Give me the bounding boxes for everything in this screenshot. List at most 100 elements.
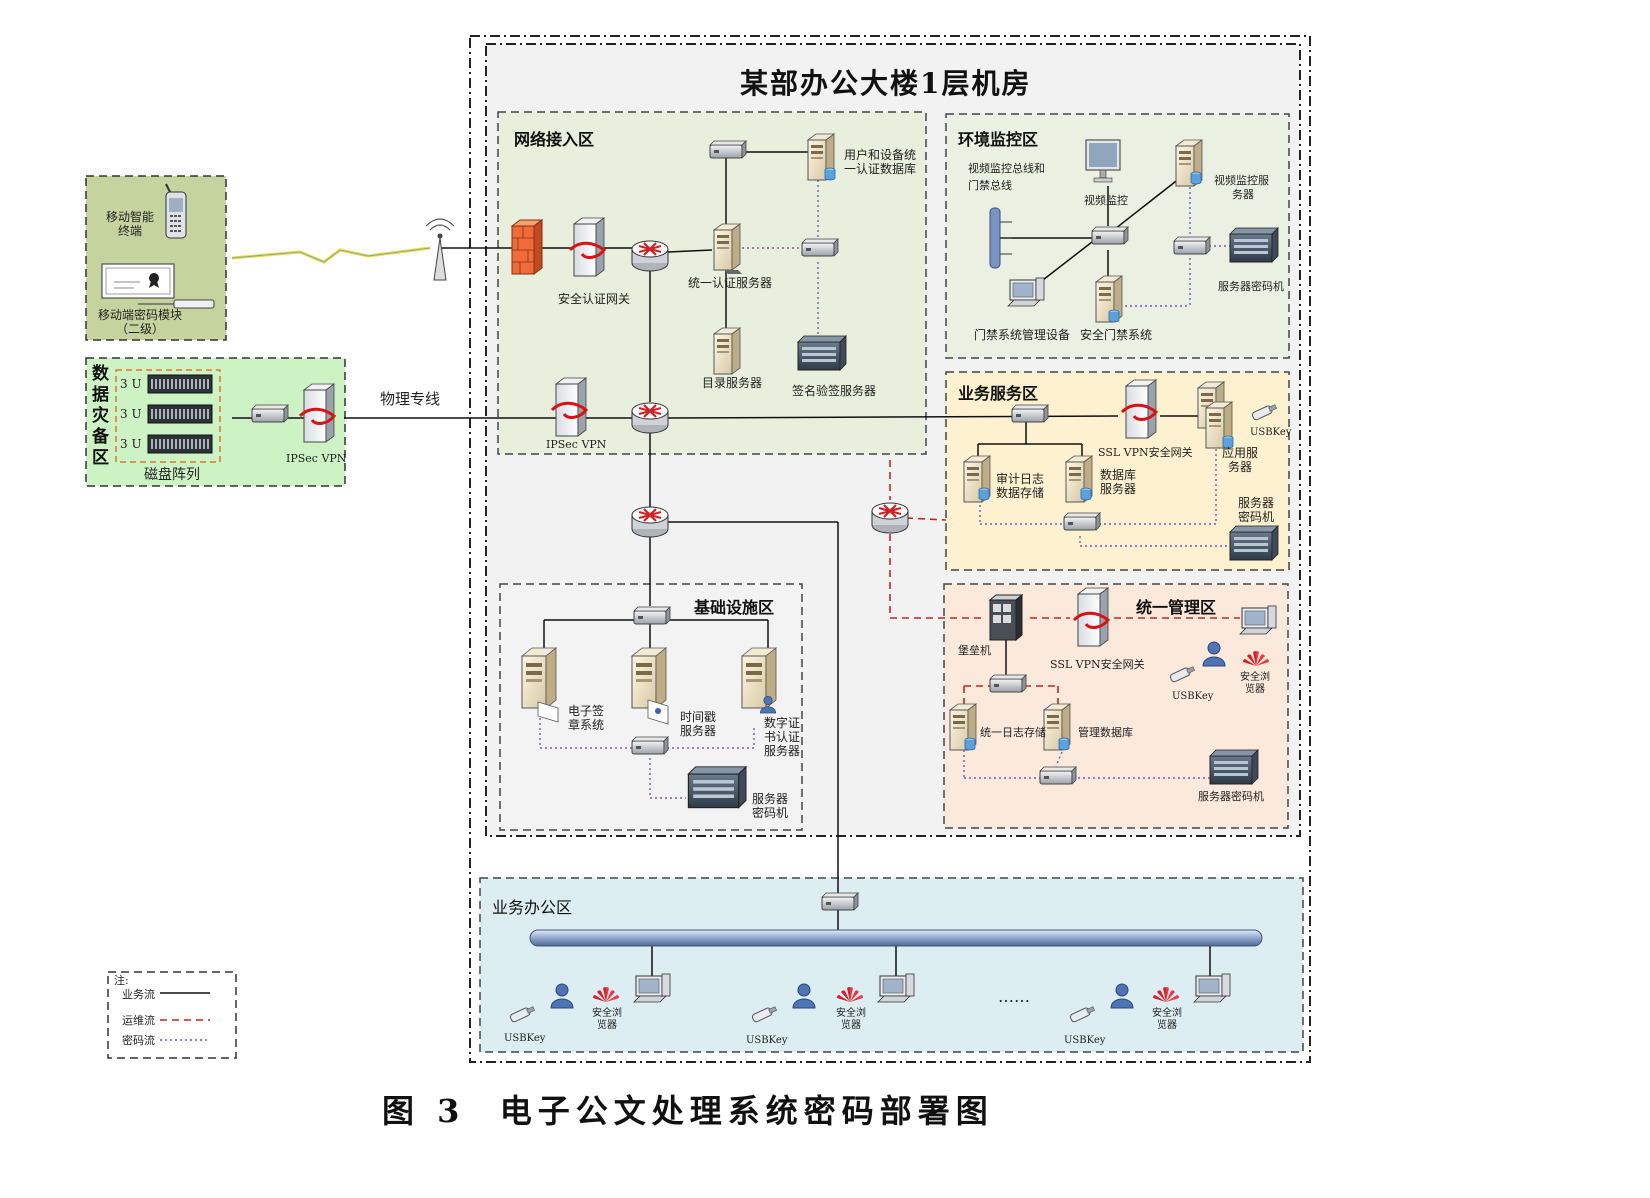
- label-office-usbkey-1: USBKey: [504, 1033, 546, 1044]
- zone-mobile: [85, 175, 227, 341]
- server-crypto-env-icon: [1229, 227, 1279, 263]
- zone-disaster-recovery: [85, 357, 346, 487]
- switch-biz-crypto-icon: [1063, 512, 1101, 531]
- mgmt-pc-icon: [1239, 605, 1277, 635]
- secure-access-db: [1108, 309, 1120, 323]
- label-access-ctrl-device: 门禁系统管理设备: [974, 328, 1071, 342]
- zone-label-network-access: 网络接入区: [514, 130, 595, 149]
- label-mgmt-db: 管理数据库: [1078, 726, 1133, 739]
- zone-office: [479, 877, 1304, 1053]
- label-app-server: 应用服务器: [1222, 446, 1259, 474]
- switch-access-crypto-icon: [801, 238, 839, 257]
- label-office-usbkey-2: USBKey: [746, 1035, 788, 1046]
- user-device-db-cylinder: [824, 167, 836, 181]
- router-infra-icon: [630, 505, 670, 539]
- zone-label-business-service: 业务服务区: [958, 384, 1039, 403]
- zone-label-disaster-recovery: 数据灾备区: [92, 364, 109, 468]
- db-server-db: [1080, 487, 1092, 501]
- firewall-icon: [510, 219, 544, 275]
- switch-office-icon: [821, 892, 859, 911]
- label-server-crypto-biz: 服务器密码机: [1238, 496, 1275, 524]
- router-core-icon: [630, 401, 670, 435]
- label-3u-2: 3 U: [120, 407, 142, 421]
- label-office-usbkey-3: USBKey: [1064, 1035, 1106, 1046]
- label-sign-verify-server: 签名验签服务器: [792, 384, 877, 398]
- label-directory-server: 目录服务器: [702, 376, 763, 390]
- disk-array-icon: [147, 374, 213, 454]
- zone-label-office: 业务办公区: [492, 898, 573, 917]
- server-crypto-biz-icon: [1229, 525, 1279, 561]
- unified-auth-server-icon: [713, 223, 741, 271]
- label-office-browser-3: 安全浏览器: [1152, 1008, 1182, 1031]
- mgmt-db-db: [1058, 737, 1070, 751]
- timestamp-doc: [647, 699, 669, 725]
- label-mobile-crypto-module: 移动端密码模块（二级）: [98, 308, 183, 336]
- audit-log-db: [978, 487, 990, 501]
- video-bus-icon: [989, 207, 1012, 269]
- unified-log-db: [964, 737, 976, 751]
- switch-mgmt-crypto-icon: [1039, 766, 1077, 785]
- label-office-browser-2: 安全浏览器: [836, 1008, 866, 1031]
- label-video-bus: 视频监控总线和门禁总线: [968, 162, 1045, 192]
- label-cert-auth: 数字证书认证服务器: [764, 716, 801, 758]
- label-server-crypto-env: 服务器密码机: [1218, 280, 1284, 293]
- ipsec-vpn-left-icon: [298, 382, 336, 444]
- label-usbkey-mgmt: USBKey: [1172, 691, 1214, 702]
- label-physical-line: 物理专线: [380, 390, 441, 408]
- label-db-server: 数据库服务器: [1100, 468, 1137, 496]
- access-ctrl-device-icon: [1007, 277, 1045, 307]
- label-ipsec-vpn-center: IPSec VPN: [546, 438, 607, 451]
- switch-mgmt-icon: [989, 674, 1027, 693]
- label-e-seal: 电子签章系统: [568, 704, 605, 732]
- antenna-icon: [425, 218, 455, 281]
- office-network-bus: [529, 929, 1263, 947]
- room-title: 某部办公大楼1层机房: [740, 67, 1032, 100]
- router-ops-icon: [870, 501, 910, 535]
- label-video-server: 视频监控服务器: [1214, 174, 1269, 201]
- sign-verify-server-icon: [797, 335, 847, 371]
- unified-auth-server-keyboard: [724, 270, 742, 274]
- label-secure-access-system: 安全门禁系统: [1080, 328, 1153, 342]
- label-unified-log: 统一日志存储: [980, 726, 1046, 739]
- video-server-db: [1190, 171, 1202, 185]
- zone-label-infrastructure: 基础设施区: [694, 598, 775, 617]
- label-office-ellipsis: ……: [998, 987, 1030, 1006]
- ssl-vpn-biz-icon: [1120, 378, 1158, 440]
- switch-biz-icon: [1011, 404, 1049, 423]
- label-bastion: 堡垒机: [958, 644, 991, 657]
- switch-env-icon: [1091, 226, 1129, 245]
- server-crypto-infra-icon: [687, 766, 747, 809]
- label-secure-browser-mgmt: 安全浏览器: [1240, 672, 1270, 695]
- crypto-flow-lines: [539, 170, 1232, 799]
- security-auth-gateway-icon: [568, 216, 606, 278]
- label-3u-1: 3 U: [120, 377, 142, 391]
- office-pc-3-icon: [1193, 973, 1231, 1003]
- label-user-device-db: 用户和设备统一认证数据库: [844, 148, 917, 176]
- legend-business-label: 业务流: [122, 988, 155, 1001]
- label-ssl-vpn-mgmt: SSL VPN安全网关: [1050, 658, 1145, 671]
- ssl-vpn-mgmt-icon: [1072, 586, 1110, 648]
- label-video-monitor: 视频监控: [1084, 194, 1128, 207]
- legend-crypto-label: 密码流: [122, 1034, 155, 1047]
- legend-title: 注:: [114, 974, 129, 987]
- zone-label-unified-mgmt: 统一管理区: [1136, 598, 1217, 617]
- router-access-icon: [630, 239, 670, 273]
- room-outer-border: [469, 35, 1311, 1063]
- label-server-crypto-infra: 服务器密码机: [752, 792, 789, 820]
- label-unified-auth-server: 统一认证服务器: [688, 276, 773, 290]
- switch-access-top-icon: [709, 140, 747, 159]
- ipsec-vpn-center-icon: [550, 376, 588, 438]
- cert-card-icon: [101, 263, 175, 299]
- switch-infra-crypto-icon: [631, 736, 669, 755]
- label-3u-3: 3 U: [120, 437, 142, 451]
- switch-infra-icon: [633, 606, 671, 625]
- zone-label-env-monitor: 环境监控区: [958, 130, 1039, 149]
- legend-box: [107, 971, 237, 1059]
- label-office-browser-1: 安全浏览器: [592, 1008, 622, 1031]
- mobile-crypto-module-icon: [138, 299, 215, 309]
- legend-ops-label: 运维流: [122, 1014, 155, 1027]
- office-pc-1-icon: [633, 973, 671, 1003]
- directory-server-icon: [713, 327, 741, 375]
- mobile-phone-icon: [165, 183, 187, 239]
